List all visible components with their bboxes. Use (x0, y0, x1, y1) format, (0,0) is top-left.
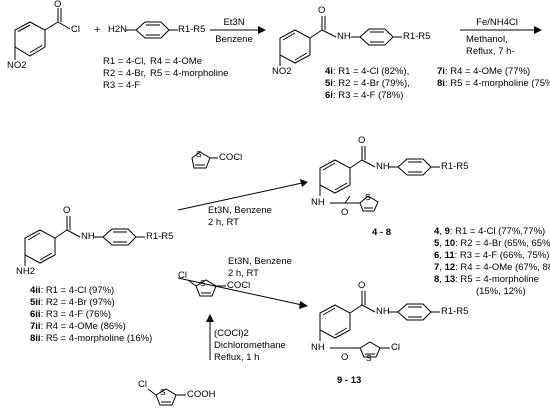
cl-label-acid: Cl (138, 379, 147, 390)
nh-label-p1-amide: NH (311, 197, 325, 208)
final-product-8-13-yield: (15%, 12%) (476, 286, 526, 297)
o-label-p1: O (358, 135, 366, 146)
nh-label-p2: NH (376, 306, 390, 317)
product-chlorothiophene-structure (319, 291, 440, 358)
cl-label-reagent-lower: Cl (178, 270, 187, 281)
s-label-p1: S (365, 192, 371, 202)
amine-product-6ii: 6ii: R3 = 4-F (76%) (30, 309, 112, 320)
r1r5-label-2: R1-R5 (403, 31, 431, 42)
nh-label-3: NH (81, 231, 95, 242)
o-label-p2: O (358, 280, 366, 291)
nitro-product-7i: 7i: R4 = 4-OMe (77%) (437, 66, 531, 77)
step1-reagent-bottom: Benzene (215, 34, 253, 45)
nitro-amide-structure (279, 16, 402, 66)
final-product-8-13: 8, 13: R5 = 4-morpholine (434, 274, 539, 285)
nitrobenzoyl-chloride-structure (14, 8, 71, 60)
s-label-p2: S (366, 353, 372, 363)
substituent-r2: R2 = 4-Br, (103, 68, 147, 79)
cl-label-p2: Cl (391, 342, 400, 353)
h2n-label: H2N (108, 24, 128, 35)
amine-product-7ii: 7ii: R4 = 4-OMe (86%) (30, 321, 126, 332)
final-product-5-10: 5, 10: R2 = 4-Br (65%, 65%) (434, 238, 550, 249)
step2-reagent-mid: Methanol, (466, 34, 508, 45)
substituent-r5: R5 = 4-morpholine (150, 68, 229, 79)
step2-reagent-bottom: Reflux, 7 h- (466, 46, 515, 57)
acyl-solvent: Dichloromethane (214, 340, 286, 351)
step2-reagent-top: Fe/NH4Cl (476, 17, 518, 28)
cooh-label: COOH (187, 389, 216, 400)
lower-reagent-top: Et3N, Benzene (228, 256, 292, 267)
upper-reagent-top: Et3N, Benzene (208, 205, 272, 216)
no2-label-1: NO2 (7, 60, 27, 71)
nh-label-p1: NH (376, 161, 390, 172)
nh-label-2: NH (337, 31, 351, 42)
amino-amide-structure (24, 216, 145, 266)
compound-range-4-8: 4 - 8 (372, 227, 392, 238)
o-label-p1-amide: O (341, 207, 349, 218)
nitro-product-5i: 5i: R2 = 4-Br (79%), (325, 78, 410, 89)
substituent-r1: R1 = 4-Cl, (103, 56, 147, 67)
amine-product-4ii: 4ii: R1 = 4-Cl (97%) (30, 285, 115, 296)
nh-label-p2-amide: NH (311, 342, 325, 353)
acyl-time: Reflux, 1 h (214, 352, 260, 363)
chlorothiophene-carboxylic-acid-structure (147, 388, 186, 406)
plus-sign: + (94, 24, 101, 36)
final-product-6-11: 6, 11: R3 = 4-F (66%, 75%) (434, 250, 550, 261)
lower-reagent-bottom: 2 h, RT (228, 268, 259, 279)
r1r5-label-p1: R1-R5 (441, 161, 469, 172)
nitro-product-6i: 6i: R3 = 4-F (78%) (325, 90, 404, 101)
substituent-r4: R4 = 4-OMe (150, 56, 203, 67)
step1-reagent-top: Et3N (223, 17, 245, 28)
final-product-4-9: 4, 9: R1 = 4-Cl (77%,77%) (434, 226, 546, 237)
cocl-label-lower: COCl (227, 280, 251, 291)
o-label-3: O (63, 205, 71, 216)
cl-label-1: Cl (71, 24, 80, 35)
compound-range-9-13: 9 - 13 (337, 375, 362, 386)
r1r5-label-p2: R1-R5 (441, 306, 469, 317)
upper-reagent-bottom: 2 h, RT (208, 217, 239, 228)
s-label-acid: S (160, 387, 166, 397)
chlorothiophene-carbonyl-chloride-structure (187, 279, 226, 297)
no2-label-2: NO2 (272, 66, 292, 77)
nitro-product-8i: 8i: R5 = 4-morpholine (75%) (437, 78, 550, 89)
o-label-2: O (318, 5, 326, 16)
substituent-r3: R3 = 4-F (103, 80, 141, 91)
o-label-1: O (54, 0, 62, 10)
amine-product-8ii: 8ii: R5 = 4-morpholine (16%) (30, 333, 153, 344)
amine-product-5ii: 5ii: R2 = 4-Br (97%) (30, 297, 115, 308)
r1r5-label-aniline: R1-R5 (178, 24, 206, 35)
lower-arrow (177, 277, 303, 306)
substituted-aniline-structure (126, 21, 178, 39)
o-label-p2-amide: O (341, 352, 349, 363)
cocl-label-upper: COCl (219, 152, 243, 163)
s-label-reagent-lower: S (200, 278, 206, 288)
upper-arrow (177, 182, 303, 211)
nh2-label: NH2 (16, 266, 36, 277)
final-product-7-12: 7, 12: R4 = 4-OMe (67%, 88%) (434, 262, 550, 273)
thiophene-carbonyl-chloride-structure (191, 151, 218, 169)
nitro-product-4i: 4i: R1 = 4-Cl (82%), (325, 66, 410, 77)
acyl-reagent: (COCl)2 (214, 328, 249, 339)
product-thiophene-structure (319, 146, 440, 212)
r1r5-label-3: R1-R5 (146, 231, 174, 242)
s-label-reagent-upper: S (196, 149, 202, 159)
